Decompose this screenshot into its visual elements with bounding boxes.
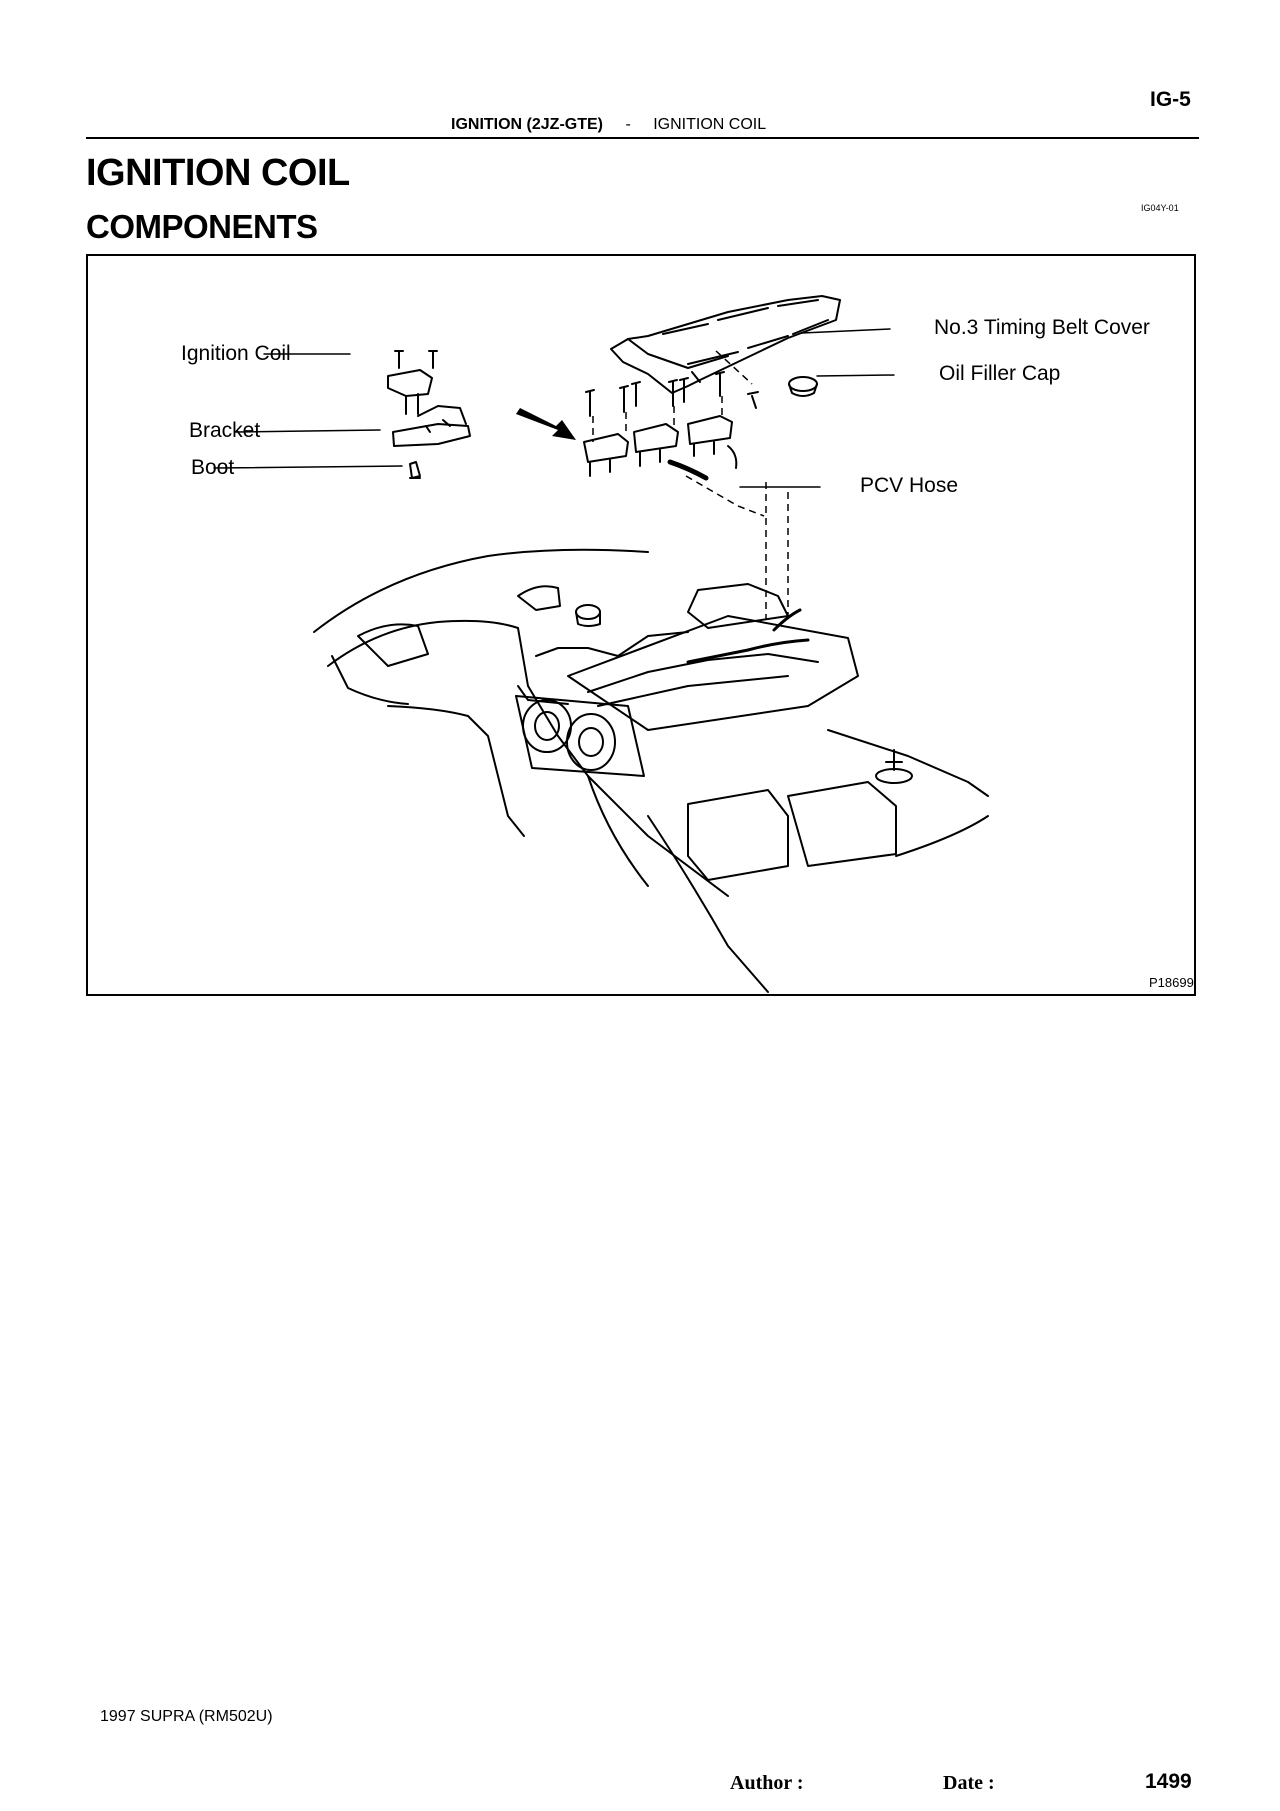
section-name: IGNITION (2JZ-GTE) [451, 116, 603, 133]
coil-pack-drawing [583, 415, 733, 477]
page-title: IGNITION COIL [86, 152, 350, 194]
vehicle-model: 1997 SUPRA (RM502U) [100, 1708, 273, 1725]
page-subtitle: COMPONENTS [86, 208, 318, 245]
header-rule [86, 137, 1199, 139]
oil-filler-cap-label: Oil Filler Cap [939, 362, 1061, 385]
section-separator: - [625, 116, 631, 133]
date-label: Date : [943, 1772, 995, 1794]
section-header: IGNITION (2JZ-GTE) - IGNITION COIL [451, 116, 766, 134]
boot-label: Boot [191, 456, 235, 479]
boot-drawing [409, 461, 421, 479]
figure-code: P18699 [1149, 975, 1194, 990]
timing-belt-cover-drawing [610, 295, 841, 394]
oil-filler-cap-drawing [788, 376, 818, 397]
arrow-icon [516, 408, 576, 440]
bracket-label: Bracket [189, 419, 261, 442]
author-label: Author : [730, 1772, 804, 1794]
page-id: IG-5 [1150, 88, 1191, 111]
components-figure: Ignition Coil Bracket Boot No.3 Timing B… [86, 254, 1196, 996]
ignition-coil-label: Ignition Coil [181, 342, 291, 365]
ignition-coil-drawing [387, 350, 438, 415]
exploded-view-drawing [213, 295, 989, 993]
bracket-drawing [392, 405, 471, 447]
timing-belt-cover-label: No.3 Timing Belt Cover [934, 316, 1150, 339]
pcv-hose-label: PCV Hose [860, 474, 959, 497]
subsection-name: IGNITION COIL [653, 116, 767, 133]
bolts-drawing [585, 371, 725, 417]
page-number: 1499 [1145, 1770, 1192, 1793]
engine-bay-drawing [313, 548, 989, 993]
document-code: IG04Y-01 [1141, 203, 1179, 213]
pcv-hose-drawing [727, 445, 738, 469]
